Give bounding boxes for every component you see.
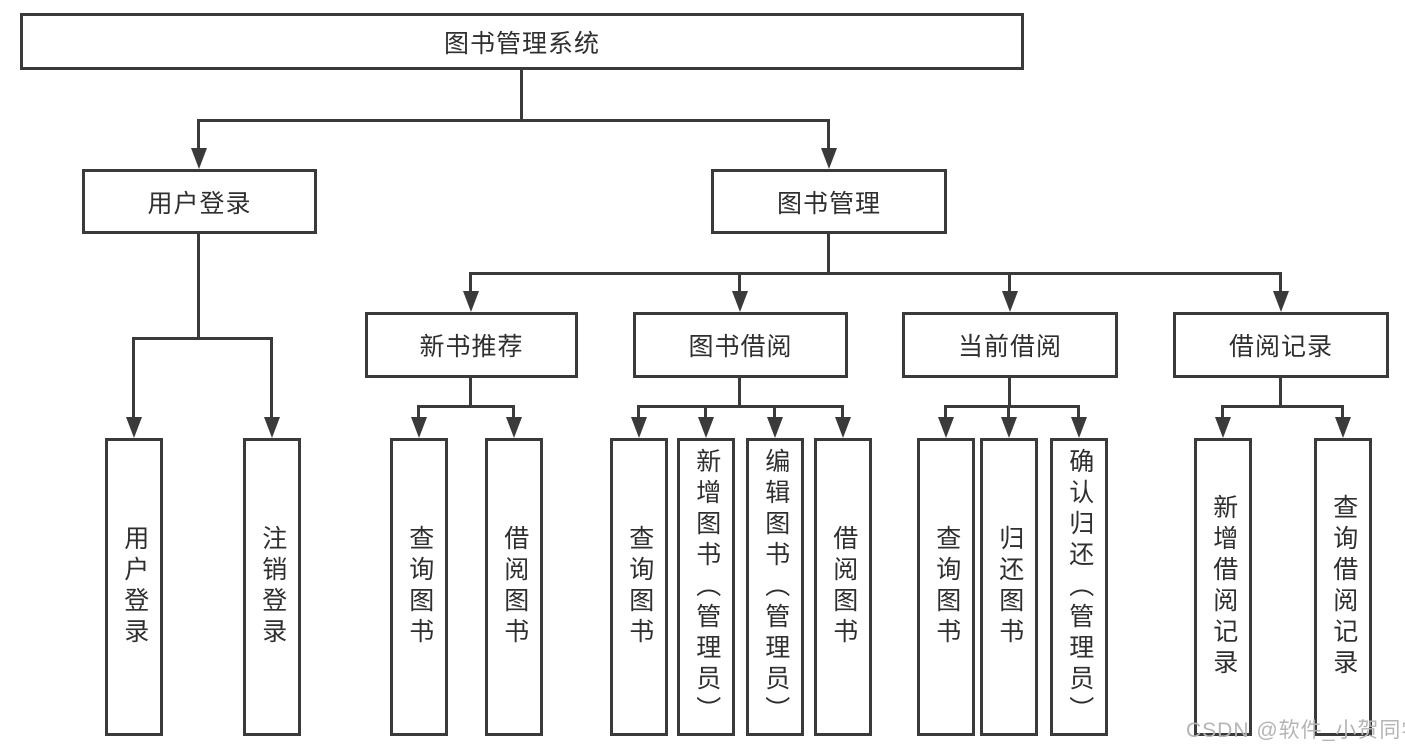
- connector-line: [1007, 405, 1010, 419]
- arrowhead-icon: [506, 417, 522, 438]
- csdn-watermark: CSDN @软件_小贺同学: [1186, 719, 1405, 742]
- connector-line: [469, 272, 472, 294]
- arrowhead-icon: [835, 417, 851, 438]
- connector-line: [637, 405, 640, 419]
- connector-line: [1077, 405, 1080, 419]
- arrowhead-icon: [732, 291, 748, 312]
- arrowhead-icon: [1001, 417, 1017, 438]
- node-current-borrow: 当前借阅: [902, 312, 1118, 378]
- node-label: 借阅图书: [829, 525, 858, 649]
- leaf-borrow-books-recommend: 借阅图书: [485, 438, 543, 736]
- node-label: 新书推荐: [419, 333, 524, 361]
- connector-line: [637, 405, 844, 408]
- arrowhead-icon: [191, 148, 207, 169]
- node-label: 注销登录: [258, 525, 287, 649]
- connector-line: [132, 337, 273, 340]
- arrowhead-icon: [126, 417, 142, 438]
- node-label: 用户登录: [120, 525, 149, 649]
- arrowhead-icon: [1215, 417, 1231, 438]
- node-label: 查询图书: [625, 525, 654, 649]
- leaf-user-login: 用户登录: [105, 438, 163, 736]
- arrowhead-icon: [938, 417, 954, 438]
- leaf-confirm-return-admin: 确认归还（管理员）: [1050, 438, 1108, 736]
- connector-line: [1341, 405, 1344, 419]
- arrowhead-icon: [631, 417, 647, 438]
- node-label: 归还图书: [995, 525, 1024, 649]
- connector-line: [197, 119, 200, 149]
- arrowhead-icon: [1335, 417, 1351, 438]
- leaf-query-books-borrow: 查询图书: [610, 438, 668, 736]
- arrowhead-icon: [767, 417, 783, 438]
- connector-line: [738, 272, 741, 294]
- connector-line: [197, 233, 200, 340]
- leaf-logout: 注销登录: [243, 438, 301, 736]
- connector-line: [512, 405, 515, 419]
- connector-line: [773, 405, 776, 419]
- arrowhead-icon: [463, 291, 479, 312]
- connector-line: [1008, 377, 1011, 408]
- node-label: 新增借阅记录: [1209, 494, 1238, 680]
- connector-line: [1221, 405, 1224, 419]
- node-label: 编辑图书（管理员）: [761, 447, 790, 727]
- node-new-book-recommend: 新书推荐: [365, 312, 578, 378]
- connector-line: [944, 405, 947, 419]
- node-label: 图书借阅: [688, 333, 793, 361]
- arrowhead-icon: [264, 417, 280, 438]
- connector-line: [841, 405, 844, 419]
- connector-line: [944, 405, 1080, 408]
- arrowhead-icon: [821, 148, 837, 169]
- connector-line: [469, 376, 472, 408]
- node-label: 当前借阅: [957, 333, 1062, 361]
- arrowhead-icon: [1071, 417, 1087, 438]
- node-borrow-records: 借阅记录: [1173, 312, 1389, 378]
- connector-line: [417, 405, 420, 419]
- arrowhead-icon: [698, 417, 714, 438]
- connector-line: [270, 337, 273, 419]
- connector-line: [132, 337, 135, 419]
- leaf-add-books-admin: 新增图书（管理员）: [677, 438, 735, 736]
- arrowhead-icon: [1002, 291, 1018, 312]
- connector-line: [1279, 272, 1282, 294]
- node-label: 查询借阅记录: [1329, 494, 1358, 680]
- node-label: 借阅记录: [1228, 333, 1333, 361]
- node-label: 确认归还（管理员）: [1065, 447, 1094, 727]
- connector-line: [1221, 405, 1344, 408]
- connector-line: [704, 405, 707, 419]
- connector-line: [1279, 377, 1282, 408]
- connector-line: [827, 119, 830, 149]
- node-label: 图书管理系统: [443, 29, 600, 58]
- connector-line: [827, 233, 830, 275]
- leaf-borrow-books: 借阅图书: [814, 438, 872, 736]
- node-library-system: 图书管理系统: [20, 13, 1024, 70]
- leaf-query-borrow-record: 查询借阅记录: [1314, 438, 1372, 736]
- node-book-borrow: 图书借阅: [633, 312, 848, 378]
- node-label: 查询图书: [405, 525, 434, 649]
- leaf-query-books-recommend: 查询图书: [390, 438, 448, 736]
- leaf-query-books-current: 查询图书: [917, 438, 975, 736]
- node-label: 查询图书: [932, 525, 961, 649]
- node-label: 图书管理: [776, 189, 881, 218]
- node-label: 用户登录: [147, 189, 252, 218]
- leaf-edit-books-admin: 编辑图书（管理员）: [746, 438, 804, 736]
- connector-line: [417, 405, 515, 408]
- connector-line: [738, 376, 741, 408]
- node-label: 新增图书（管理员）: [692, 447, 721, 727]
- connector-line: [520, 70, 523, 122]
- connector-line: [197, 119, 830, 122]
- node-book-management: 图书管理: [711, 169, 947, 234]
- leaf-add-borrow-record: 新增借阅记录: [1194, 438, 1252, 736]
- node-user-login: 用户登录: [82, 169, 317, 234]
- arrowhead-icon: [411, 417, 427, 438]
- connector-line: [469, 272, 1282, 275]
- connector-line: [1008, 272, 1011, 294]
- leaf-return-books: 归还图书: [980, 438, 1038, 736]
- arrowhead-icon: [1273, 291, 1289, 312]
- node-label: 借阅图书: [500, 525, 529, 649]
